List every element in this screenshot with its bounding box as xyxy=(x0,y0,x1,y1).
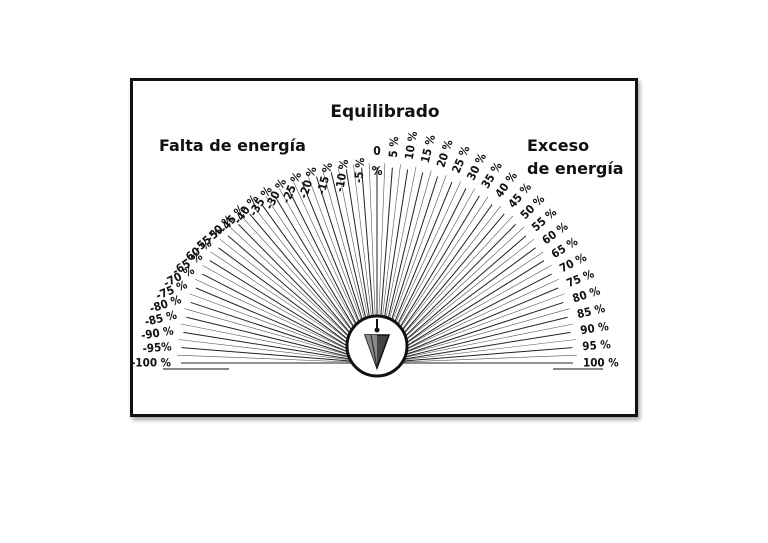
title-equilibrado: Equilibrado xyxy=(330,102,439,122)
label-right: 15 % xyxy=(418,133,438,164)
label-right: 10 % xyxy=(402,130,420,161)
fan-line xyxy=(383,247,536,361)
fan-line xyxy=(376,323,574,364)
label-left: -95% xyxy=(142,339,173,355)
label-0: 0 xyxy=(373,144,381,158)
fan-line xyxy=(384,316,568,363)
fan-line xyxy=(186,316,370,363)
fan-line xyxy=(383,260,545,361)
fan-line xyxy=(209,260,371,361)
fan-line xyxy=(180,323,378,364)
fan-line xyxy=(181,347,370,364)
fan-line xyxy=(202,273,371,361)
fan-line xyxy=(218,247,371,361)
pendulum-icon xyxy=(345,314,409,378)
fan-line xyxy=(190,301,370,362)
label-left: -10 % xyxy=(332,158,351,193)
title-exceso-line2: de energía xyxy=(527,159,624,178)
fan-line xyxy=(383,273,552,361)
fan-line xyxy=(384,347,573,364)
title-falta-de-energia: Falta de energía xyxy=(159,136,306,155)
title-exceso-line1: Exceso xyxy=(527,136,589,155)
fan-line xyxy=(376,293,565,364)
fan-line xyxy=(376,308,570,364)
fan-line xyxy=(189,293,378,364)
fan-line xyxy=(376,339,576,364)
label-right: 90 % xyxy=(579,319,610,337)
label-left: -90 % xyxy=(140,323,175,342)
label-right: 100 % xyxy=(583,356,619,370)
label-0-percent: % xyxy=(372,164,383,178)
fan-line xyxy=(384,287,559,362)
fan-line xyxy=(184,308,378,364)
label-left: -100 % xyxy=(133,356,172,370)
label-right: 85 % xyxy=(576,301,607,321)
fan-line xyxy=(376,354,577,364)
label-right: 5 % xyxy=(386,135,402,158)
label-left: -5 % xyxy=(351,156,367,183)
pendulum-chart: Equilibrado Falta de energía Exceso de e… xyxy=(133,102,624,378)
fan-line xyxy=(384,301,564,362)
fan-line xyxy=(384,331,571,363)
pendulum-chart-card: Equilibrado Falta de energía Exceso de e… xyxy=(130,78,638,417)
fan-line xyxy=(177,354,378,364)
fan-line xyxy=(178,339,378,364)
label-right: 95 % xyxy=(582,337,612,353)
fan-line xyxy=(195,287,370,362)
fan-line xyxy=(183,331,370,363)
